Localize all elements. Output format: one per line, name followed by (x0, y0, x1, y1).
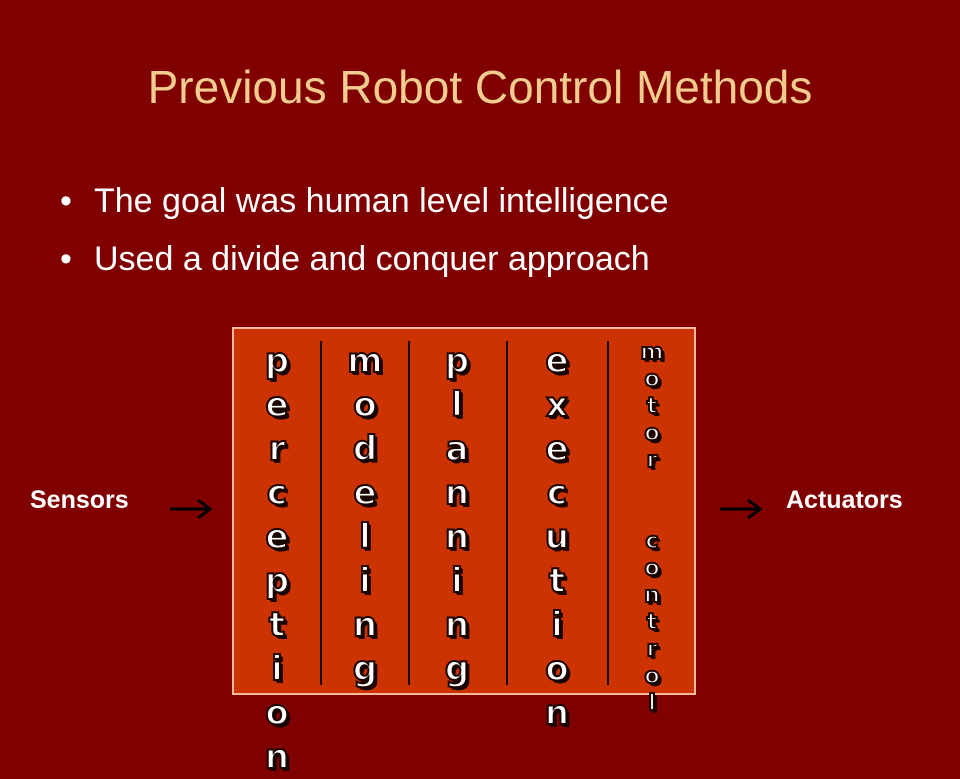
stage-letter: o (264, 692, 289, 734)
stage-divider (607, 341, 609, 685)
right-arrow-icon (720, 498, 763, 520)
stage-letter: n (643, 582, 661, 609)
stage-letter: n (544, 692, 570, 734)
stage-letter: r (646, 447, 659, 474)
stage-letter: e (544, 340, 569, 382)
stage-letter: i (550, 604, 564, 646)
stage-letter: c (546, 472, 568, 514)
stage-letter: d (352, 428, 378, 470)
stage-letter: e (544, 428, 569, 470)
stage-letter: i (270, 648, 284, 690)
stage-letter: o (643, 555, 660, 582)
stage-letter: l (647, 690, 657, 717)
bullet-item: • Used a divide and conquer approach (60, 230, 669, 288)
stage-letter: p (444, 340, 470, 382)
stage-letter: n (444, 516, 470, 558)
stage-letter: i (358, 560, 372, 602)
stage-letter: l (450, 384, 464, 426)
stage-letter: c (644, 528, 659, 555)
stage-letter: p (264, 560, 290, 602)
stage-letter: m (346, 340, 383, 382)
slide-title: Previous Robot Control Methods (147, 61, 813, 113)
bullet-text: Used a divide and conquer approach (94, 240, 650, 278)
stage-letter: u (544, 516, 570, 558)
stage-letter: n (352, 604, 378, 646)
stage-letter: o (544, 648, 569, 690)
bullet-icon: • (60, 182, 72, 220)
stage-letter: p (264, 340, 290, 382)
stage-letter: e (264, 384, 289, 426)
stage-letter: x (545, 384, 569, 426)
stage-letter: o (643, 420, 660, 447)
stage-letter: n (264, 736, 290, 778)
stage-letter: i (450, 560, 464, 602)
stage-letter: t (548, 560, 566, 602)
stage-letter: l (358, 516, 372, 558)
stage-letter: g (444, 648, 470, 690)
stage-letter: n (444, 604, 470, 646)
stage-divider (408, 341, 410, 685)
sensors-label: Sensors (30, 486, 129, 514)
stage-divider (320, 341, 322, 685)
stage-letter: o (352, 384, 377, 426)
stage-letter: g (352, 648, 378, 690)
bullet-list: • The goal was human level intelligence •… (60, 172, 669, 288)
stage-letter: e (264, 516, 289, 558)
stage-divider (506, 341, 508, 685)
bullet-icon: • (60, 240, 72, 278)
stage-letter: a (445, 428, 470, 470)
stage-letter: t (268, 604, 286, 646)
stage-letter: t (646, 609, 659, 636)
stage-letter: r (646, 636, 659, 663)
stage-letter: c (266, 472, 288, 514)
stage-letter: o (643, 366, 660, 393)
stage-letter: n (444, 472, 470, 514)
bullet-text: The goal was human level intelligence (94, 182, 669, 220)
actuators-label: Actuators (786, 486, 903, 514)
bullet-item: • The goal was human level intelligence (60, 172, 669, 230)
stage-letter: e (352, 472, 377, 514)
stage-letter: r (268, 428, 287, 470)
stage-letter-gap (634, 474, 670, 528)
right-arrow-icon (170, 498, 213, 520)
stage-letter: t (646, 393, 659, 420)
stage-letter: o (643, 663, 660, 690)
stage-letter: m (640, 339, 665, 366)
